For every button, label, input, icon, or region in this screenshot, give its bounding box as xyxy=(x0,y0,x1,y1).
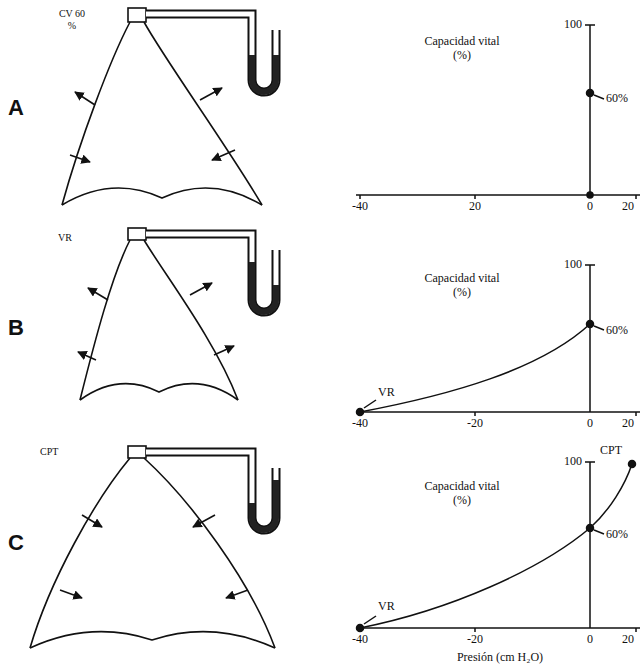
axis-tick: 20 xyxy=(622,200,634,214)
axis-tick: -20 xyxy=(467,633,483,647)
point-label: 60% xyxy=(606,528,628,542)
point-label: CPT xyxy=(600,444,622,458)
point-label: 60% xyxy=(606,324,628,338)
axis-title: Capacidad vital (%) xyxy=(415,480,510,508)
axis-tick: 0 xyxy=(587,417,593,431)
graph-a xyxy=(356,25,640,199)
state-label: VR xyxy=(58,232,72,244)
chest-a xyxy=(62,8,262,205)
axis-tick: 100 xyxy=(564,455,582,469)
graph-b xyxy=(356,265,640,416)
axis-title: Capacidad vital (%) xyxy=(415,272,510,300)
axis-tick: -40 xyxy=(352,200,368,214)
point-label: 60% xyxy=(606,92,628,106)
point-label: VR xyxy=(378,386,395,400)
chest-b xyxy=(78,228,238,400)
axis-tick: 20 xyxy=(469,200,481,214)
manometer-c xyxy=(146,452,276,530)
axis-tick: 0 xyxy=(587,200,593,214)
axis-tick: 100 xyxy=(564,18,582,32)
manometer-b xyxy=(146,234,276,312)
axis-tick: -40 xyxy=(352,417,368,431)
axis-tick: 0 xyxy=(587,633,593,647)
axis-tick: 20 xyxy=(622,633,634,647)
axis-tick: -40 xyxy=(352,633,368,647)
panel-letter: A xyxy=(8,95,24,120)
chest-c xyxy=(30,446,275,648)
state-label: CV 60 % xyxy=(56,8,88,31)
point-label: VR xyxy=(378,600,395,614)
axis-tick: -20 xyxy=(467,417,483,431)
manometer-a xyxy=(146,14,276,92)
axis-title: Capacidad vital (%) xyxy=(415,35,510,63)
axis-title: Presión (cm H₂O) xyxy=(457,651,543,665)
axis-tick: 100 xyxy=(564,258,582,272)
state-label: CPT xyxy=(40,446,58,458)
graph-c xyxy=(356,461,640,633)
panel-letter: B xyxy=(8,315,24,340)
axis-tick: 20 xyxy=(622,417,634,431)
panel-letter: C xyxy=(8,530,24,555)
